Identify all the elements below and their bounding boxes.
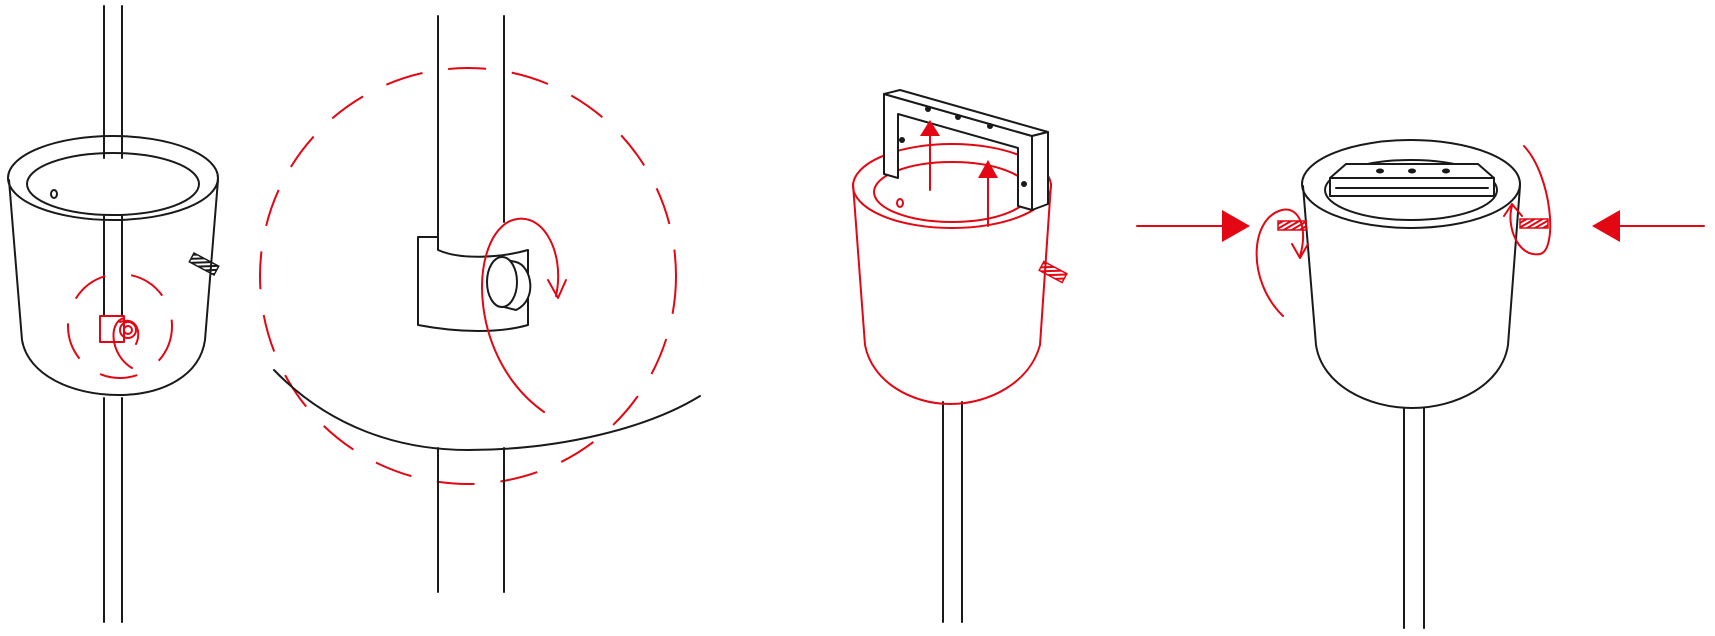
step-4-panel	[1137, 140, 1704, 628]
pole	[1404, 408, 1424, 628]
step-1-panel	[8, 6, 219, 622]
mounting-clamp	[100, 316, 136, 342]
set-screw	[189, 253, 218, 275]
pole	[943, 402, 962, 622]
push-arrow-right	[1592, 210, 1704, 242]
push-arrow-left	[1137, 210, 1250, 242]
step-3-panel	[853, 90, 1067, 622]
mounting-bracket	[1330, 164, 1494, 196]
cup-shade	[8, 136, 218, 395]
rotate-arrow-right	[1504, 146, 1550, 254]
set-screw	[1039, 261, 1067, 282]
pole-lower	[104, 398, 122, 622]
step-2-panel	[260, 16, 700, 592]
mounting-bracket	[884, 90, 1048, 210]
set-screw-right	[1520, 219, 1548, 228]
pole-inner	[104, 215, 122, 316]
